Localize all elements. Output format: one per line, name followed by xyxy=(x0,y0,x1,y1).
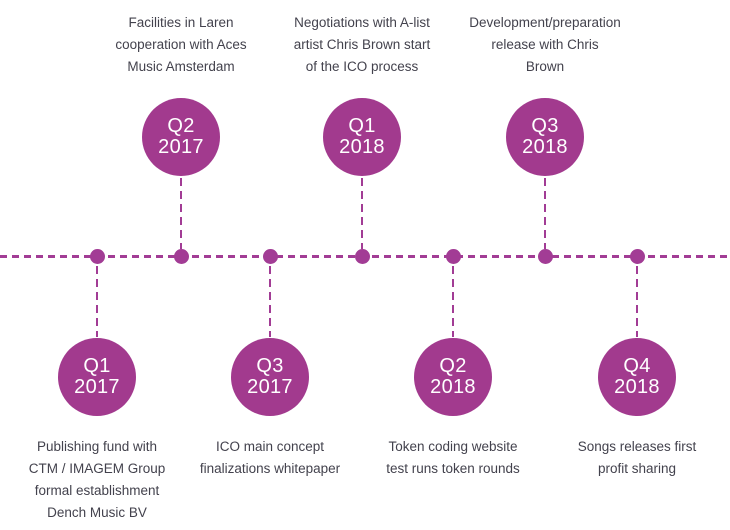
connector-line xyxy=(544,178,546,249)
connector-line xyxy=(636,266,638,337)
quarter-circle: Q4 2018 xyxy=(598,338,676,416)
milestone-description: Publishing fund with CTM / IMAGEM Group … xyxy=(28,439,166,520)
timeline-dot xyxy=(354,249,370,264)
milestone-description: ICO main concept finalizations whitepape… xyxy=(199,439,341,476)
quarter-label: Q2 xyxy=(439,355,467,377)
connector-line xyxy=(452,266,454,337)
quarter-circle: Q2 2017 xyxy=(142,98,220,176)
timeline-dot xyxy=(537,249,553,264)
milestone-description: Negotiations with A-list artist Chris Br… xyxy=(293,15,431,74)
year-label: 2017 xyxy=(247,376,293,398)
milestone-description: Development/preparation release with Chr… xyxy=(469,15,621,74)
connector-line xyxy=(96,266,98,337)
quarter-label: Q3 xyxy=(531,115,559,137)
year-label: 2018 xyxy=(614,376,660,398)
connector-line xyxy=(180,178,182,249)
quarter-label: Q4 xyxy=(623,355,651,377)
year-label: 2017 xyxy=(158,136,204,158)
milestone-description: Facilities in Laren cooperation with Ace… xyxy=(115,15,247,74)
timeline-dot xyxy=(262,249,278,264)
quarter-circle: Q1 2017 xyxy=(58,338,136,416)
connector-line xyxy=(269,266,271,337)
milestone-description: Songs releases first profit sharing xyxy=(577,439,697,476)
quarter-label: Q3 xyxy=(256,355,284,377)
year-label: 2018 xyxy=(522,136,568,158)
quarter-label: Q1 xyxy=(348,115,376,137)
quarter-label: Q1 xyxy=(83,355,111,377)
quarter-circle: Q2 2018 xyxy=(414,338,492,416)
year-label: 2018 xyxy=(339,136,385,158)
connector-line xyxy=(361,178,363,249)
year-label: 2017 xyxy=(74,376,120,398)
quarter-label: Q2 xyxy=(167,115,195,137)
timeline-dot xyxy=(89,249,105,264)
timeline-dot xyxy=(629,249,645,264)
year-label: 2018 xyxy=(430,376,476,398)
quarter-circle: Q3 2017 xyxy=(231,338,309,416)
quarter-circle: Q3 2018 xyxy=(506,98,584,176)
timeline-dot xyxy=(173,249,189,264)
milestone-description: Token coding website test runs token rou… xyxy=(386,439,520,476)
timeline-dot xyxy=(445,249,461,264)
quarter-circle: Q1 2018 xyxy=(323,98,401,176)
